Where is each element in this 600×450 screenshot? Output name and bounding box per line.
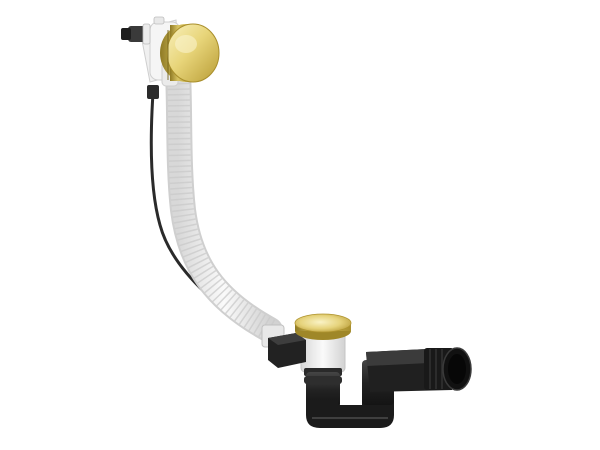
white-corrugated-hose [165,59,283,343]
junction-box [261,324,306,368]
drain-plug [294,313,352,340]
cable-connector [121,23,151,45]
overflow-knob [160,23,220,83]
black-trap [304,347,472,428]
